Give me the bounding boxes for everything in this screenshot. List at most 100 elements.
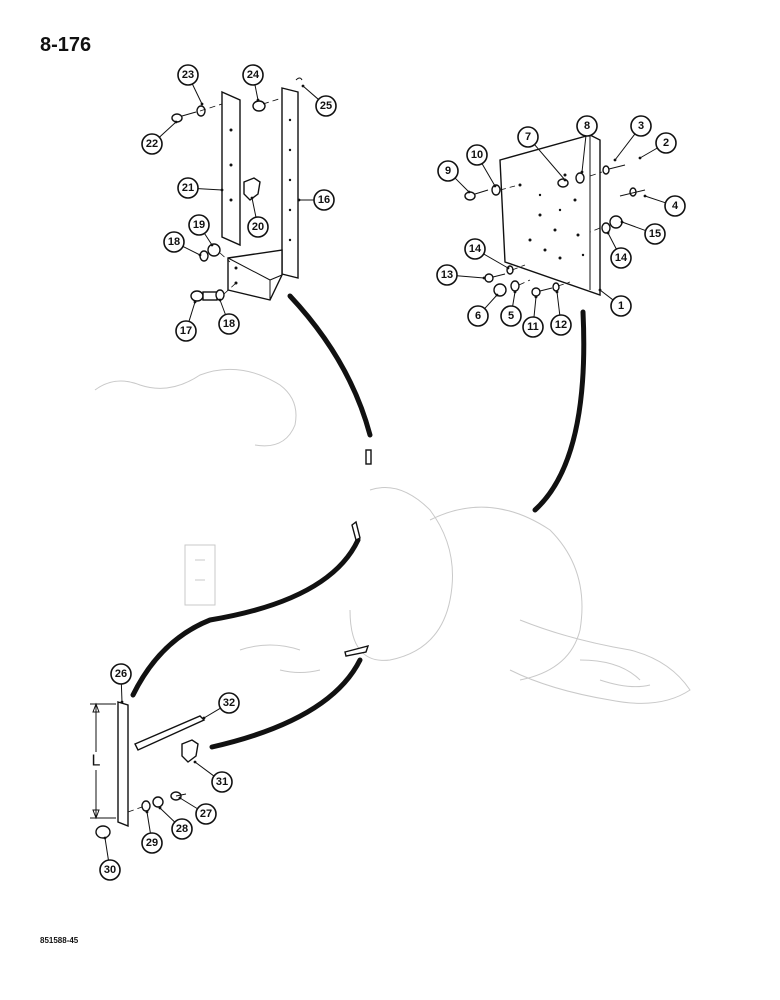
callout-number: 7 (525, 131, 531, 143)
callout-balloon (211, 771, 233, 793)
callout-number: 11 (527, 321, 539, 333)
callout-18: 18 (163, 231, 202, 257)
callout-number: 22 (146, 138, 158, 150)
harness-lower-left (130, 537, 361, 698)
leader-tip (606, 231, 610, 235)
callout-16: 16 (297, 189, 335, 211)
leader-tip (598, 288, 602, 292)
callout-28: 28 (158, 806, 193, 840)
callout-balloon (177, 177, 199, 199)
callout-leader (179, 797, 198, 810)
callout-number: 8 (584, 120, 590, 132)
callout-number: 4 (672, 200, 679, 212)
callout-number: 28 (176, 823, 188, 835)
harness-left-upper (287, 293, 373, 438)
leader-tip (613, 158, 617, 162)
callout-balloon (163, 231, 185, 253)
figure-code: 851588-45 (40, 936, 79, 945)
leader-tip (467, 190, 471, 194)
callout-number: 3 (638, 120, 644, 132)
callout-8: 8 (576, 115, 598, 174)
callout-balloon (175, 320, 197, 342)
callout-number: 30 (104, 864, 116, 876)
callout-number: 12 (555, 319, 567, 331)
leader-tip (103, 836, 107, 840)
callout-balloon (610, 295, 632, 317)
callout-balloon (188, 214, 210, 236)
callout-balloon (655, 132, 677, 154)
leader-tip (580, 170, 584, 174)
callout-14: 14 (464, 238, 510, 270)
dimension-label: L (92, 753, 101, 770)
leader-tip (174, 120, 178, 124)
harness-right (532, 309, 587, 513)
callout-balloon (500, 305, 522, 327)
callout-18: 18 (218, 298, 240, 335)
callout-leader (512, 291, 516, 307)
nut-30 (95, 825, 111, 839)
callout-leader (197, 188, 223, 191)
callout-number: 18 (168, 236, 180, 248)
callout-10: 10 (466, 144, 497, 188)
mount-base (227, 249, 283, 301)
callout-2: 2 (638, 132, 677, 160)
leader-tip (250, 196, 254, 200)
callout-leader (644, 195, 666, 204)
callout-number: 6 (475, 310, 481, 322)
callout-number: 2 (663, 137, 669, 149)
callout-17: 17 (175, 300, 197, 342)
callout-number: 16 (318, 194, 330, 206)
callout-leader (104, 837, 109, 861)
callout-number: 25 (320, 100, 332, 112)
callout-balloon (464, 238, 486, 260)
callout-leader (146, 811, 151, 834)
callout-leader (120, 683, 123, 703)
callout-number: 26 (115, 668, 127, 680)
callout-leader (254, 84, 259, 101)
callout-balloon (177, 64, 199, 86)
callout-leader (607, 232, 617, 250)
callout-14: 14 (606, 231, 632, 269)
leader-tip (198, 253, 202, 257)
callout-balloon (664, 195, 686, 217)
callout-balloon (466, 144, 488, 166)
callout-27: 27 (178, 796, 217, 825)
left-bracket-assembly (171, 77, 303, 302)
callout-number: 19 (193, 219, 205, 231)
callout-leader (203, 707, 221, 719)
callout-7: 7 (517, 126, 567, 182)
callout-number: 18 (223, 318, 235, 330)
callout-leader (534, 144, 566, 181)
leader-tip (301, 84, 305, 88)
clip-20 (243, 177, 261, 201)
leader-tip (297, 198, 301, 202)
leader-tip (145, 810, 149, 814)
callout-number: 9 (445, 165, 451, 177)
callout-3: 3 (613, 115, 652, 162)
leader-tip (193, 760, 197, 764)
callout-number: 17 (180, 325, 192, 337)
callout-31: 31 (193, 760, 233, 793)
callout-balloon (467, 305, 489, 327)
page-number: 8-176 (40, 34, 92, 56)
callout-balloon (110, 663, 132, 685)
callout-number: 23 (182, 69, 194, 81)
leader-tip (620, 220, 624, 224)
callout-9: 9 (437, 160, 471, 194)
leader-tip (193, 300, 197, 304)
callout-leader (556, 291, 561, 316)
callout-26: 26 (110, 663, 132, 704)
leader-tip (495, 293, 499, 297)
callout-leader (456, 275, 485, 279)
callout-leader (159, 807, 176, 823)
leader-tip (638, 156, 642, 160)
bracket-21 (221, 90, 241, 247)
callout-balloon (141, 832, 163, 854)
callout-leader (251, 197, 257, 218)
callout-11: 11 (522, 295, 544, 338)
callout-leader (182, 246, 201, 256)
callout-number: 5 (508, 310, 514, 322)
callout-leader (191, 83, 203, 105)
